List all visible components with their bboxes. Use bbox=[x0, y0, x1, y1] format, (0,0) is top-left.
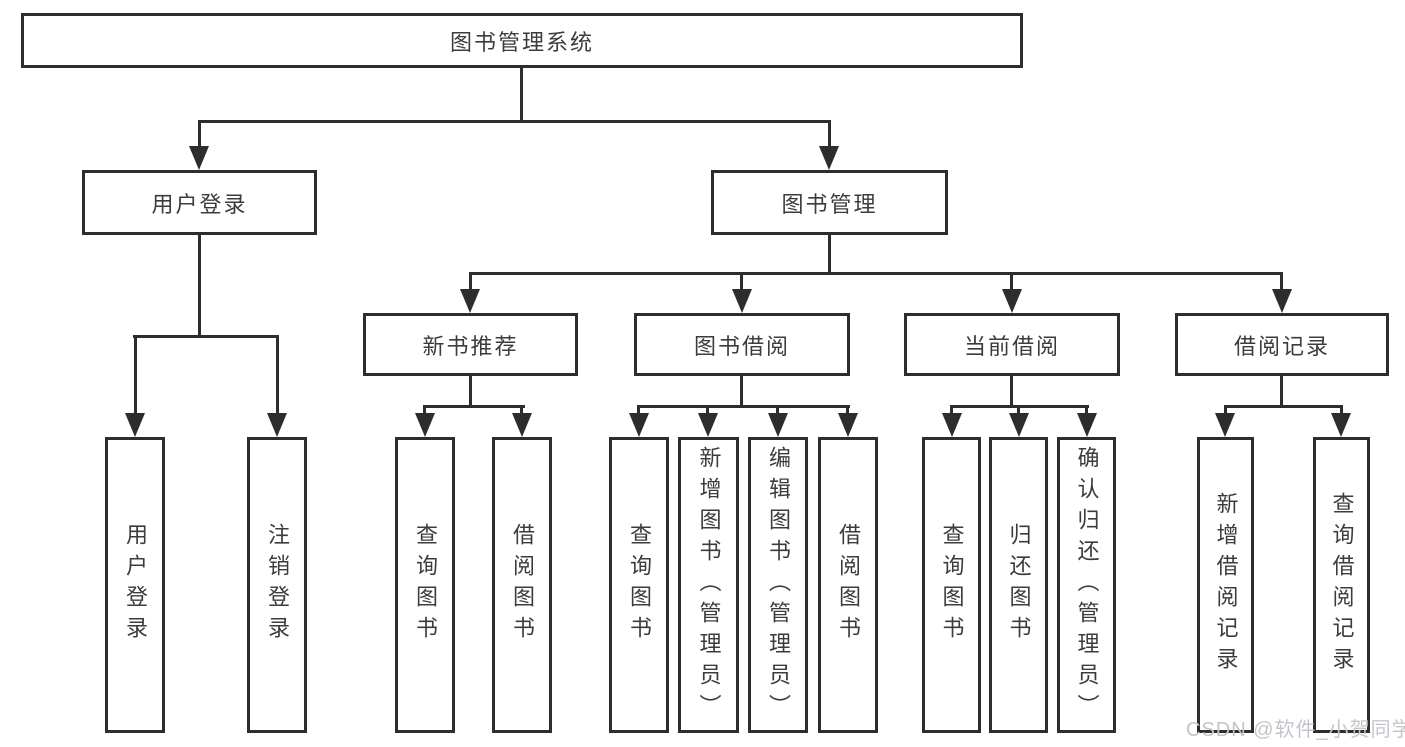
connector-line bbox=[423, 405, 525, 408]
connector-line bbox=[637, 405, 640, 417]
arrow-down-icon bbox=[415, 413, 435, 437]
csdn-watermark: CSDN @软件_小贺同学 bbox=[1186, 719, 1405, 741]
connector-line bbox=[133, 335, 279, 338]
connector-line bbox=[198, 120, 201, 148]
arrow-down-icon bbox=[1331, 413, 1351, 437]
connector-line bbox=[828, 120, 831, 148]
arrow-down-icon bbox=[698, 413, 718, 437]
node-book-management: 图书管理 bbox=[711, 170, 948, 235]
connector-line bbox=[469, 376, 472, 405]
arrow-down-icon bbox=[1009, 413, 1029, 437]
arrow-down-icon bbox=[942, 413, 962, 437]
leaf-query-borrow-record: 查询借阅记录 bbox=[1313, 437, 1370, 733]
node-library-management-system: 图书管理系统 bbox=[21, 13, 1023, 68]
leaf-confirm-return-admin: 确认归还（管理员） bbox=[1057, 437, 1116, 733]
node-user-login: 用户登录 bbox=[82, 170, 317, 235]
connector-line bbox=[950, 405, 953, 417]
node-new-book-recommendation: 新书推荐 bbox=[363, 313, 578, 376]
connector-line bbox=[134, 335, 137, 415]
connector-line bbox=[469, 272, 472, 291]
arrow-down-icon bbox=[125, 413, 145, 437]
leaf-return-books: 归还图书 bbox=[989, 437, 1048, 733]
leaf-borrow-books-borrowing: 借阅图书 bbox=[818, 437, 878, 733]
connector-line bbox=[637, 405, 850, 408]
node-current-borrowing: 当前借阅 bbox=[904, 313, 1120, 376]
connector-line bbox=[520, 68, 523, 120]
connector-line bbox=[198, 235, 201, 335]
connector-line bbox=[1340, 405, 1343, 417]
arrow-down-icon bbox=[460, 289, 480, 313]
connector-line bbox=[740, 272, 743, 291]
arrow-down-icon bbox=[629, 413, 649, 437]
connector-line bbox=[1280, 376, 1283, 405]
connector-line bbox=[1224, 405, 1227, 417]
arrow-down-icon bbox=[512, 413, 532, 437]
connector-line bbox=[1280, 272, 1283, 291]
connector-line bbox=[1224, 405, 1343, 408]
connector-line bbox=[740, 376, 743, 405]
leaf-user-login: 用户登录 bbox=[105, 437, 165, 733]
connector-line bbox=[198, 120, 831, 123]
arrow-down-icon bbox=[1272, 289, 1292, 313]
connector-line bbox=[1010, 272, 1013, 291]
connector-line bbox=[828, 235, 831, 272]
arrow-down-icon bbox=[189, 146, 209, 170]
arrow-down-icon bbox=[1077, 413, 1097, 437]
connector-line bbox=[423, 405, 426, 417]
arrow-down-icon bbox=[838, 413, 858, 437]
leaf-query-books-borrowing: 查询图书 bbox=[609, 437, 669, 733]
arrow-down-icon bbox=[1002, 289, 1022, 313]
leaf-query-books-current: 查询图书 bbox=[922, 437, 981, 733]
arrow-down-icon bbox=[768, 413, 788, 437]
leaf-logout: 注销登录 bbox=[247, 437, 307, 733]
leaf-borrow-books-recommend: 借阅图书 bbox=[492, 437, 552, 733]
connector-line bbox=[520, 405, 523, 417]
connector-line bbox=[276, 335, 279, 415]
connector-line bbox=[776, 405, 779, 417]
leaf-add-books-admin: 新增图书（管理员） bbox=[678, 437, 739, 733]
connector-line bbox=[1085, 405, 1088, 417]
leaf-add-borrow-record: 新增借阅记录 bbox=[1197, 437, 1254, 733]
connector-line bbox=[1010, 376, 1013, 405]
connector-line bbox=[1017, 405, 1020, 417]
arrow-down-icon bbox=[267, 413, 287, 437]
arrow-down-icon bbox=[732, 289, 752, 313]
connector-line bbox=[846, 405, 849, 417]
connector-line bbox=[469, 272, 1283, 275]
leaf-edit-books-admin: 编辑图书（管理员） bbox=[748, 437, 808, 733]
node-book-borrowing: 图书借阅 bbox=[634, 313, 850, 376]
arrow-down-icon bbox=[819, 146, 839, 170]
node-borrowing-records: 借阅记录 bbox=[1175, 313, 1389, 376]
connector-line bbox=[706, 405, 709, 417]
leaf-query-books-recommend: 查询图书 bbox=[395, 437, 455, 733]
arrow-down-icon bbox=[1215, 413, 1235, 437]
